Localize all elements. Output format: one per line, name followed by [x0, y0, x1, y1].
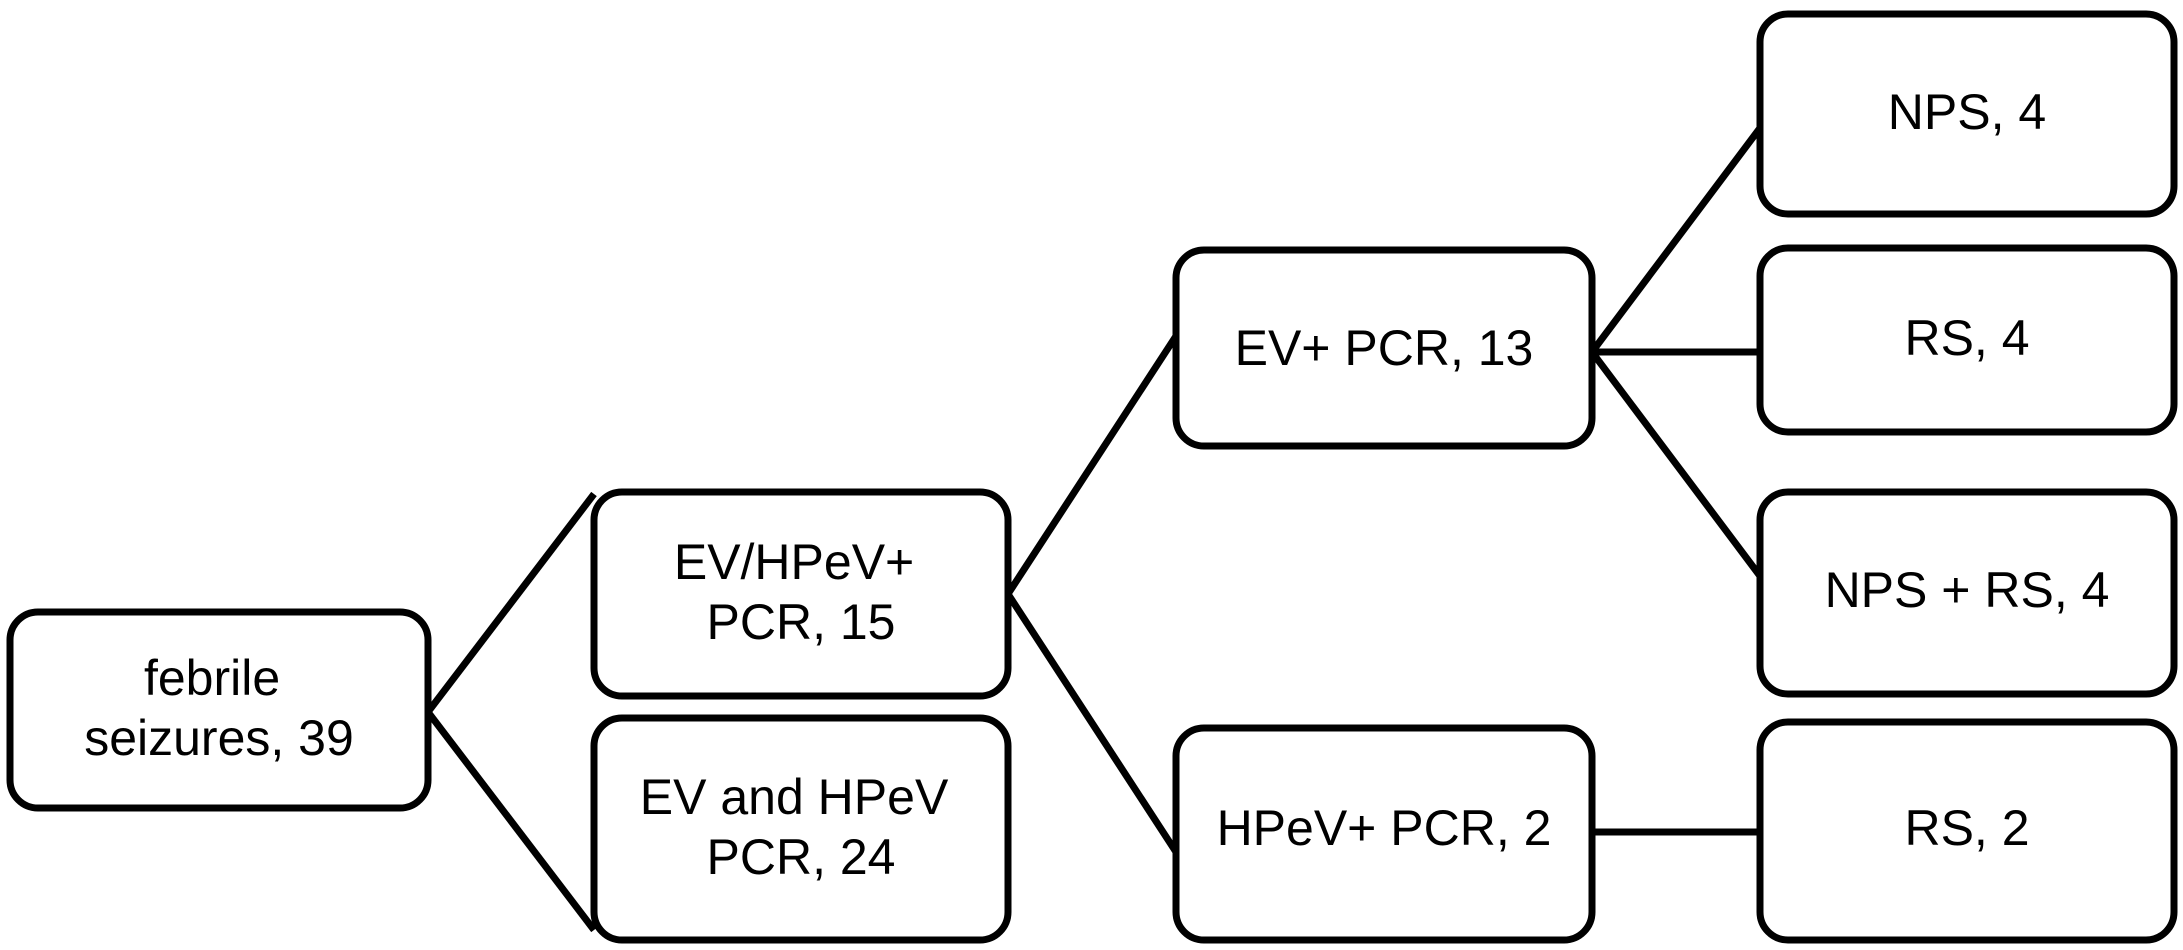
node-ev-hpev-positive-pcr-line-1: EV/HPeV+	[674, 534, 914, 590]
node-rs-four-box[interactable]	[1756, 244, 2178, 436]
node-ev-hpev-positive-pcr-label: EV/HPeV+ PCR, 15	[674, 534, 928, 650]
node-nps-plus-rs-label: NPS + RS, 4	[1825, 562, 2110, 618]
edge-ev-hpev-positive-pcr-to-ev-positive-pcr	[1005, 334, 1179, 596]
node-rs-two-box[interactable]	[1756, 718, 2178, 944]
node-febrile-seizures-line-2: seizures, 39	[84, 710, 354, 766]
node-febrile-seizures-box[interactable]	[6, 608, 432, 812]
node-ev-positive-pcr-line-1: EV+ PCR, 13	[1235, 320, 1534, 376]
node-ev-and-hpev-pcr-line-1: EV and HPeV	[640, 769, 949, 825]
edge-febrile-seizures-to-ev-hpev-positive-pcr	[425, 491, 597, 715]
node-hpev-positive-pcr[interactable]: HPeV+ PCR, 2	[1172, 724, 1596, 944]
node-febrile-seizures-line-1: febrile	[144, 650, 280, 706]
node-rs-four-label: RS, 4	[1904, 310, 2029, 366]
node-nps-plus-rs[interactable]: NPS + RS, 4	[1756, 488, 2178, 698]
node-nps-label: NPS, 4	[1888, 84, 2046, 140]
node-ev-and-hpev-pcr-label: EV and HPeV PCR, 24	[640, 769, 962, 885]
node-nps-plus-rs-line-1: NPS + RS, 4	[1825, 562, 2110, 618]
connector-group	[425, 125, 1763, 933]
node-ev-and-hpev-pcr-box[interactable]	[590, 714, 1012, 944]
node-ev-positive-pcr[interactable]: EV+ PCR, 13	[1172, 246, 1596, 450]
edge-febrile-seizures-to-ev-and-hpev-pcr	[425, 709, 597, 933]
edge-ev-positive-pcr-to-nps	[1589, 125, 1763, 355]
node-ev-positive-pcr-box[interactable]	[1172, 246, 1596, 450]
node-ev-hpev-positive-pcr[interactable]: EV/HPeV+ PCR, 15	[590, 488, 1012, 700]
node-rs-two-line-1: RS, 2	[1904, 800, 2029, 856]
node-hpev-positive-pcr-label: HPeV+ PCR, 2	[1217, 800, 1552, 856]
node-ev-hpev-positive-pcr-line-2: PCR, 15	[707, 594, 896, 650]
node-rs-two-label: RS, 2	[1904, 800, 2029, 856]
node-febrile-seizures-label: febrile seizures, 39	[84, 650, 354, 766]
node-rs-two[interactable]: RS, 2	[1756, 718, 2178, 944]
node-hpev-positive-pcr-line-1: HPeV+ PCR, 2	[1217, 800, 1552, 856]
node-ev-and-hpev-pcr-line-2: PCR, 24	[707, 829, 896, 885]
node-febrile-seizures[interactable]: febrile seizures, 39	[6, 608, 432, 812]
edge-ev-positive-pcr-to-nps-plus-rs	[1589, 349, 1763, 579]
node-rs-four[interactable]: RS, 4	[1756, 244, 2178, 436]
edge-ev-hpev-positive-pcr-to-hpev-positive-pcr	[1005, 592, 1179, 854]
node-ev-hpev-positive-pcr-box[interactable]	[590, 488, 1012, 700]
node-nps-box[interactable]	[1756, 10, 2178, 218]
node-ev-positive-pcr-label: EV+ PCR, 13	[1235, 320, 1534, 376]
node-nps-plus-rs-box[interactable]	[1756, 488, 2178, 698]
node-nps[interactable]: NPS, 4	[1756, 10, 2178, 218]
node-hpev-positive-pcr-box[interactable]	[1172, 724, 1596, 944]
node-ev-and-hpev-pcr[interactable]: EV and HPeV PCR, 24	[590, 714, 1012, 944]
node-rs-four-line-1: RS, 4	[1904, 310, 2029, 366]
node-nps-line-1: NPS, 4	[1888, 84, 2046, 140]
